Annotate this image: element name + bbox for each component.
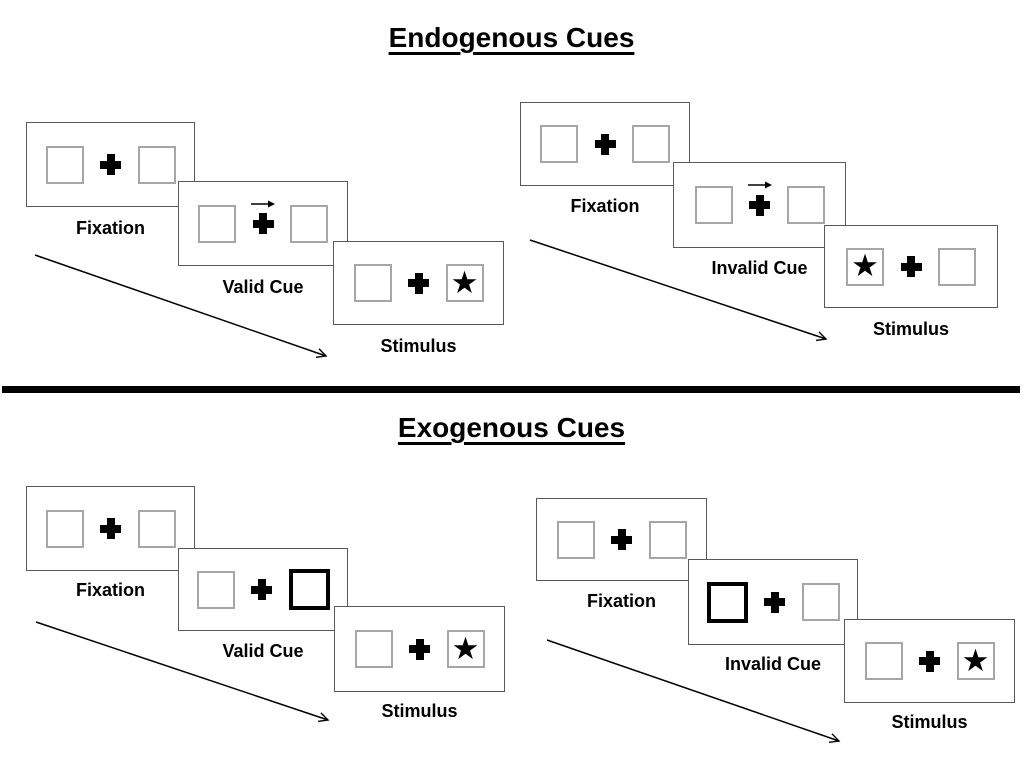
fixation-cross-icon [100,518,121,539]
exogenous-title-text: Exogenous Cues [397,412,626,443]
endogenous-section-title: Endogenous Cues [0,22,1023,54]
exo-valid-stimulus-panel: ★ [334,606,505,692]
placeholder-box-left [540,125,578,163]
endogenous-title-text: Endogenous Cues [388,22,635,53]
fixation-cross-icon [409,638,430,660]
panel-label-fixation: Fixation [75,218,145,238]
star-stimulus-icon: ★ [450,264,479,300]
fixation-cross-icon [900,256,922,277]
fixation-cross-icon [611,529,632,550]
placeholder-box-left [196,570,235,609]
panel-label-invalid-cue: Invalid Cue [724,654,822,674]
exo-invalid-cue-panel [688,559,858,645]
exo-valid-cue-panel [178,548,348,631]
endo-valid-cue-panel [178,181,348,266]
placeholder-box-left [694,186,733,224]
fixation-cross-icon [919,650,940,672]
placeholder-box-left [864,642,903,680]
fixation-cross-icon [408,272,429,294]
placeholder-box-right [786,186,825,224]
placeholder-box-right [632,125,670,163]
endo-invalid-fixation-panel [520,102,690,186]
fixation-cross-icon [252,213,274,234]
fixation-cross-icon [749,194,770,216]
stimulus-box-right: ★ [956,642,995,680]
fixation-cross-icon [594,133,616,155]
exo-valid-fixation-panel [26,486,195,571]
stimulus-box-right: ★ [445,264,484,302]
panel-label-stimulus: Stimulus [380,336,457,356]
sequence-arrow-endo-invalid [529,239,828,342]
placeholder-box-right [290,204,328,243]
endo-valid-stimulus-panel: ★ [333,241,504,325]
placeholder-box-left [354,630,393,668]
placeholder-box-right [137,509,176,548]
panel-label-fixation: Fixation [570,196,640,216]
panel-label-valid-cue: Valid Cue [222,277,304,297]
panel-label-stimulus: Stimulus [872,319,949,339]
section-divider [2,386,1020,393]
stimulus-box-right: ★ [446,630,485,668]
placeholder-box-left [198,204,236,243]
right-arrow-cue-icon [747,181,772,189]
placeholder-box-right [137,145,176,184]
highlighted-cue-box-left [706,581,748,623]
highlighted-cue-box-right [288,569,330,610]
sequence-arrow-exo-valid [35,621,330,723]
placeholder-box-right [938,247,976,286]
placeholder-box-left [45,509,84,548]
star-stimulus-icon: ★ [851,248,879,283]
panel-label-fixation: Fixation [586,591,656,611]
placeholder-box-right [648,520,687,559]
exo-invalid-stimulus-panel: ★ [844,619,1015,703]
fixation-cross-icon [764,591,785,613]
panel-label-fixation: Fixation [75,580,145,600]
fixation-cross-icon [251,579,272,600]
panel-label-stimulus: Stimulus [891,712,968,732]
sequence-arrow-endo-valid [34,254,328,358]
panel-label-valid-cue: Valid Cue [222,641,304,661]
placeholder-box-right [801,583,840,621]
endo-invalid-cue-panel [673,162,846,248]
endo-valid-fixation-panel [26,122,195,207]
placeholder-box-left [353,264,392,302]
placeholder-box-left [45,145,84,184]
right-arrow-cue-icon [251,200,275,207]
panel-label-invalid-cue: Invalid Cue [711,258,808,278]
star-stimulus-icon: ★ [961,642,990,678]
fixation-cross-icon [100,154,121,175]
exo-invalid-fixation-panel [536,498,707,581]
stimulus-box-left: ★ [846,247,884,286]
exogenous-section-title: Exogenous Cues [0,412,1023,444]
endo-invalid-stimulus-panel: ★ [824,225,998,308]
placeholder-box-left [556,520,595,559]
star-stimulus-icon: ★ [451,630,480,666]
panel-label-stimulus: Stimulus [381,701,458,721]
